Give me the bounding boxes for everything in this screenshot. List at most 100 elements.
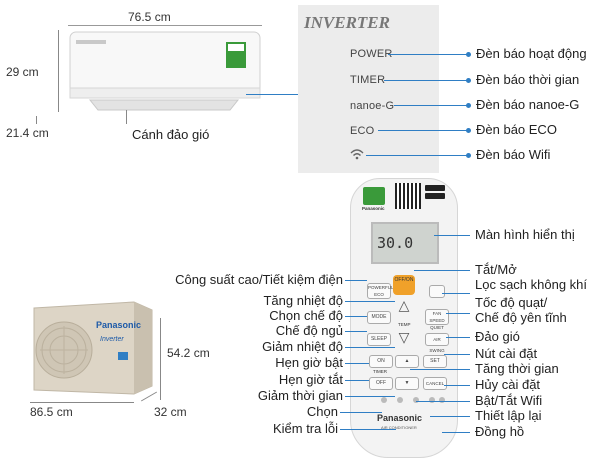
mode-button[interactable]: MODE: [367, 311, 391, 324]
select-button[interactable]: [381, 397, 387, 403]
label-powerful-eco: Công suất cao/Tiết kiệm điện: [175, 272, 343, 287]
qr-code-icon: [395, 183, 421, 209]
line-swing: [446, 337, 470, 338]
outdoor-width-line: [30, 402, 134, 403]
ind-dot-eco: [466, 128, 471, 133]
label-timer-indicator: Đèn báo thời gian: [476, 72, 580, 87]
outdoor-width-dim: 86.5 cm: [30, 405, 73, 419]
line-mode: [345, 316, 367, 317]
outdoor-depth-dim: 32 cm: [154, 405, 187, 419]
wifi-button[interactable]: [413, 397, 419, 403]
remote-top-brand: Panasonic: [362, 206, 385, 211]
cancel-button[interactable]: CANCEL: [423, 377, 447, 390]
ind-dot-timer: [466, 78, 471, 83]
timer-up-button[interactable]: ▲: [395, 355, 419, 368]
indoor-width-line: [68, 25, 262, 26]
sleep-button[interactable]: SLEEP: [367, 333, 391, 346]
indoor-unit: [68, 30, 264, 112]
wifi-icon: [350, 148, 364, 163]
label-temp-down: Giảm nhiệt độ: [262, 339, 343, 354]
powerful-eco-button[interactable]: POWERFUL ECO: [367, 283, 394, 299]
clock-button[interactable]: [439, 397, 445, 403]
timer-on-button[interactable]: ON: [369, 355, 393, 368]
ind-line-wifi: [366, 155, 468, 156]
flap-pointer: [126, 110, 127, 124]
app-store-icon: [425, 185, 445, 191]
check-button[interactable]: [397, 397, 403, 403]
outdoor-series: Inverter: [100, 336, 124, 343]
timer-off-button[interactable]: OFF: [369, 377, 393, 390]
line-lcd: [434, 235, 470, 236]
temp-up-icon[interactable]: △: [398, 297, 410, 313]
nanoe-button[interactable]: [429, 285, 445, 298]
indoor-height-line: [58, 30, 59, 112]
home-icon: [363, 187, 385, 205]
power-button[interactable]: OFF/ON: [393, 275, 415, 295]
temp-down-icon[interactable]: ▽: [398, 329, 410, 345]
indicator-timer: TIMER: [350, 74, 386, 86]
label-power: Tắt/Mở: [475, 262, 517, 277]
lcd-screen: 30.0: [371, 222, 439, 264]
label-power-indicator: Đèn báo hoạt động: [476, 46, 587, 61]
line-temp-up: [345, 301, 395, 302]
label-reset: Thiết lập lại: [475, 408, 542, 423]
lcd-value: 30.0: [377, 234, 414, 252]
line-power: [414, 270, 470, 271]
line-set: [444, 354, 470, 355]
indoor-width-dim: 76.5 cm: [128, 10, 171, 24]
label-sleep: Chế độ ngủ: [275, 323, 343, 338]
line-temp-down: [345, 347, 395, 348]
line-time-down: [345, 396, 395, 397]
google-play-icon: [425, 193, 445, 199]
line-select: [340, 412, 382, 413]
outdoor-height-dim: 54.2 cm: [167, 346, 210, 360]
line-powerful-eco: [345, 280, 367, 281]
outdoor-brand: Panasonic: [96, 320, 142, 330]
flap-label: Cánh đảo gió: [132, 127, 210, 142]
line-cancel: [444, 385, 470, 386]
line-timer-on: [345, 363, 369, 364]
label-mode: Chọn chế độ: [269, 308, 343, 323]
line-wifi: [416, 401, 470, 402]
fan-speed-button[interactable]: FAN SPEED QUIET: [425, 309, 449, 330]
line-sleep: [345, 331, 367, 332]
label-wifi: Bật/Tắt Wifi: [475, 393, 543, 408]
ind-line-nanoe: [394, 105, 468, 106]
timer-label: TIMER: [373, 369, 387, 374]
inverter-logo: INVERTER: [304, 13, 390, 32]
air-swing-button[interactable]: AIR SWING: [425, 333, 449, 353]
remote-control: Panasonic 30.0 POWERFUL ECO OFF/ON △ MOD…: [350, 178, 458, 458]
label-swing: Đảo gió: [475, 329, 520, 344]
indicator-power: POWER: [350, 48, 393, 60]
label-fan-speed: Tốc độ quạt/: [475, 295, 548, 310]
line-clock: [442, 432, 470, 433]
reset-button[interactable]: [429, 397, 435, 403]
label-timer-on: Hẹn giờ bật: [275, 355, 343, 370]
ind-dot-nanoe: [466, 103, 471, 108]
indicator-connector: [246, 94, 298, 95]
indoor-depth-dim: 21.4 cm: [6, 126, 49, 140]
outdoor-unit: Panasonic Inverter: [28, 300, 156, 398]
timer-down-button[interactable]: ▼: [395, 377, 419, 390]
remote-brand: Panasonic: [377, 413, 423, 423]
label-eco-indicator: Đèn báo ECO: [476, 122, 557, 137]
label-cancel: Hủy cài đặt: [475, 377, 541, 392]
ind-dot-power: [466, 52, 471, 57]
label-wifi-indicator: Đèn báo Wifi: [476, 147, 551, 162]
remote-footer: AIR CONDITIONER: [381, 425, 417, 430]
line-check: [340, 429, 396, 430]
label-quiet: Chế độ yên tĩnh: [475, 310, 567, 325]
indicator-eco: ECO: [350, 125, 375, 137]
label-timer-off: Hẹn giờ tắt: [278, 372, 343, 387]
indoor-height-dim: 29 cm: [6, 65, 39, 79]
line-reset: [430, 416, 470, 417]
label-clock: Đồng hồ: [475, 424, 525, 439]
ind-line-eco: [378, 130, 468, 131]
indicator-nanoe: nanoe-G: [350, 100, 395, 112]
label-select: Chọn: [306, 404, 338, 419]
line-fan-speed: [446, 313, 470, 314]
indoor-depth-line: [36, 116, 37, 124]
line-nanoe: [442, 293, 470, 294]
outdoor-height-line: [160, 318, 161, 400]
set-button[interactable]: SET: [423, 355, 447, 368]
